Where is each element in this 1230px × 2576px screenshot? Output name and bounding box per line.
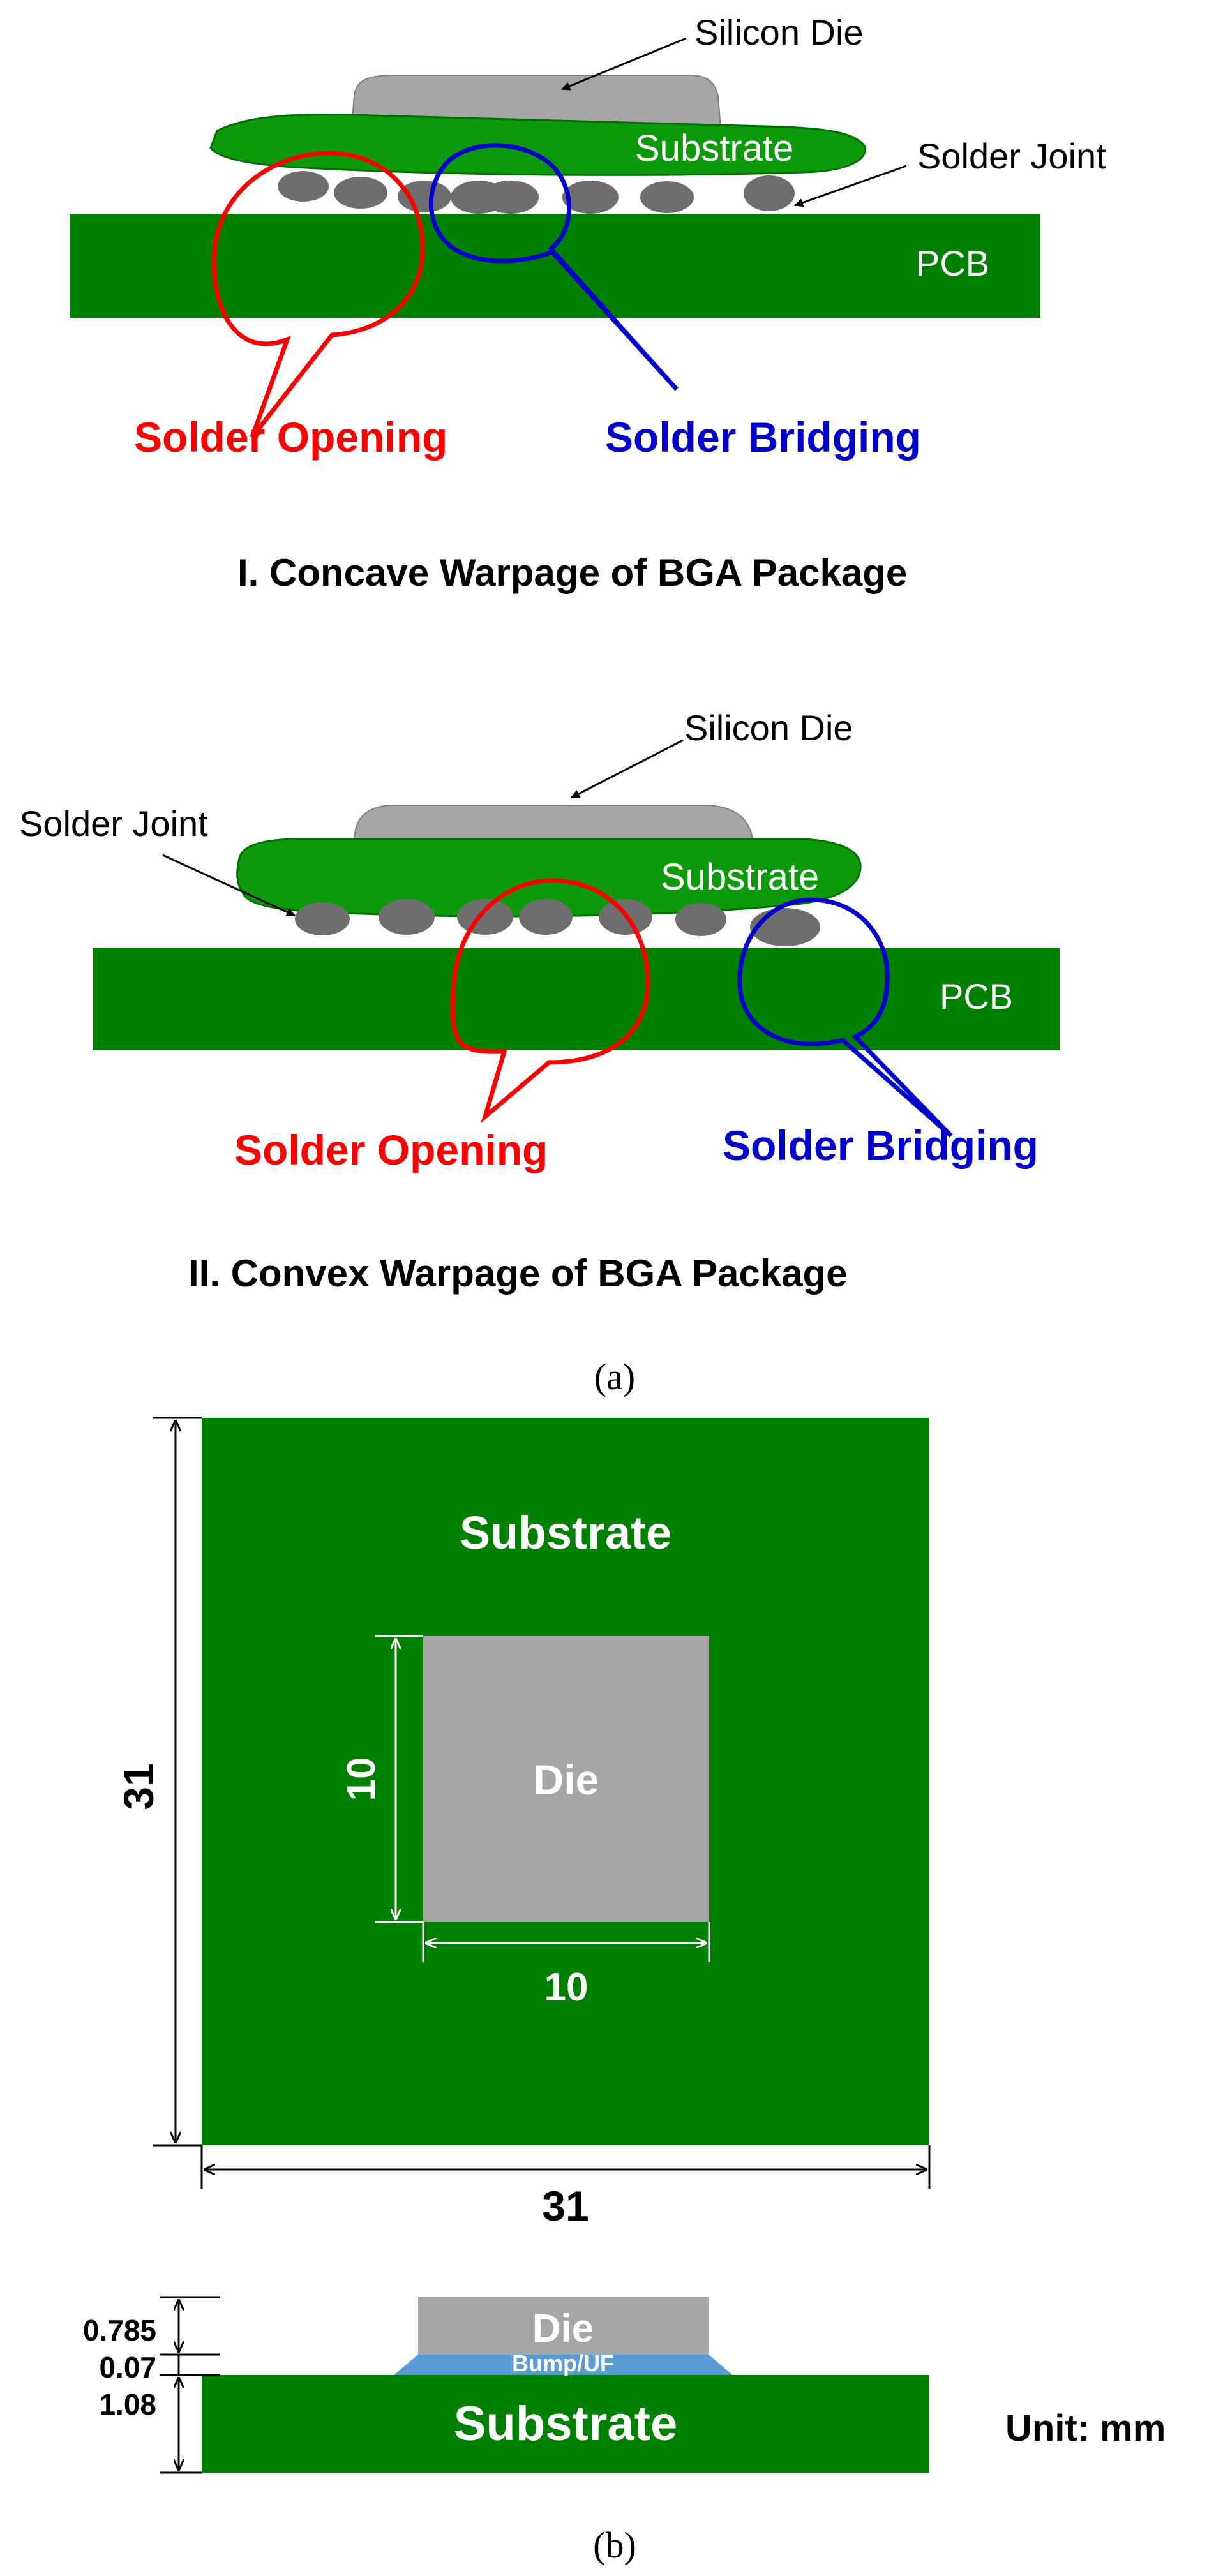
concave-die-leader — [561, 37, 687, 91]
dim-substrate-width-value: 31 — [542, 2182, 589, 2230]
solder-ball — [457, 899, 513, 935]
dim-substrate-height-value: 31 — [115, 1763, 162, 1810]
solder-ball — [295, 902, 350, 935]
side-view-die — [418, 2297, 709, 2355]
concave-diagram: PCB Substrate Silicon Die Solder Joint S… — [70, 12, 1106, 594]
solder-ball — [278, 171, 329, 202]
side-view-bump-label: Bump/UF — [512, 2350, 614, 2376]
solder-ball — [675, 903, 726, 936]
convex-joint-label: Solder Joint — [19, 803, 208, 844]
convex-solder-balls — [295, 899, 820, 946]
concave-substrate-label: Substrate — [635, 128, 793, 169]
concave-substrate — [209, 114, 867, 176]
dim-die-height-value: 10 — [340, 1757, 384, 1801]
top-view-die-label: Die — [534, 1756, 599, 1803]
solder-ball — [379, 899, 435, 935]
concave-opening-callout — [211, 151, 425, 439]
panel-b-label: (b) — [593, 2524, 636, 2566]
side-view-substrate-label: Substrate — [454, 2397, 678, 2451]
convex-joint-leader — [162, 854, 296, 917]
concave-die-label: Silicon Die — [694, 12, 864, 52]
convex-pcb-label: PCB — [940, 976, 1013, 1016]
concave-caption: I. Concave Warpage of BGA Package — [237, 551, 907, 594]
convex-opening-callout — [450, 878, 650, 1124]
concave-bridging-label: Solder Bridging — [605, 413, 921, 461]
solder-ball — [483, 181, 539, 214]
solder-ball — [562, 181, 619, 214]
dim-substrate-thickness: 1.08 — [99, 2388, 156, 2421]
panel-a-label: (a) — [594, 1356, 635, 1397]
concave-joint-leader — [794, 165, 907, 207]
solder-ball — [750, 908, 820, 946]
concave-joint-label: Solder Joint — [917, 136, 1106, 176]
top-view-die — [423, 1636, 709, 1922]
unit-label: Unit: mm — [1005, 2408, 1166, 2449]
side-view-bump-uf — [394, 2355, 733, 2375]
convex-die-label: Silicon Die — [684, 708, 853, 748]
solder-ball — [640, 181, 694, 213]
dim-die-thickness: 0.785 — [83, 2314, 156, 2347]
concave-solder-balls — [278, 171, 795, 214]
convex-substrate-label: Substrate — [661, 856, 819, 898]
top-view-diagram: Substrate Die 31 31 10 10 — [115, 1417, 931, 2230]
convex-die-leader — [571, 739, 684, 799]
side-view-diagram: Die Bump/UF Substrate 0.785 0.07 1.08 Un… — [83, 2296, 1166, 2474]
convex-pcb — [93, 948, 1060, 1050]
concave-opening-label: Solder Opening — [134, 413, 447, 461]
convex-bridging-label: Solder Bridging — [723, 1122, 1039, 1169]
concave-pcb-label: PCB — [916, 243, 989, 283]
solder-ball — [398, 181, 451, 212]
dim-bump-thickness: 0.07 — [99, 2351, 156, 2384]
solder-ball — [744, 175, 795, 211]
convex-caption: II. Convex Warpage of BGA Package — [188, 1252, 848, 1295]
concave-bridging-callout — [428, 143, 679, 391]
side-view-substrate — [202, 2375, 929, 2473]
solder-ball — [334, 177, 387, 209]
side-view-die-label: Die — [532, 2307, 594, 2351]
top-view-substrate-label: Substrate — [460, 1508, 671, 1559]
concave-pcb — [70, 214, 1040, 318]
convex-bridging-callout — [737, 897, 953, 1138]
convex-diagram: PCB Substrate Silicon Die Solder Joint S… — [19, 708, 1060, 1295]
solder-ball — [519, 899, 573, 935]
dim-die-width-value: 10 — [544, 1965, 589, 2009]
convex-opening-label: Solder Opening — [234, 1126, 548, 1173]
